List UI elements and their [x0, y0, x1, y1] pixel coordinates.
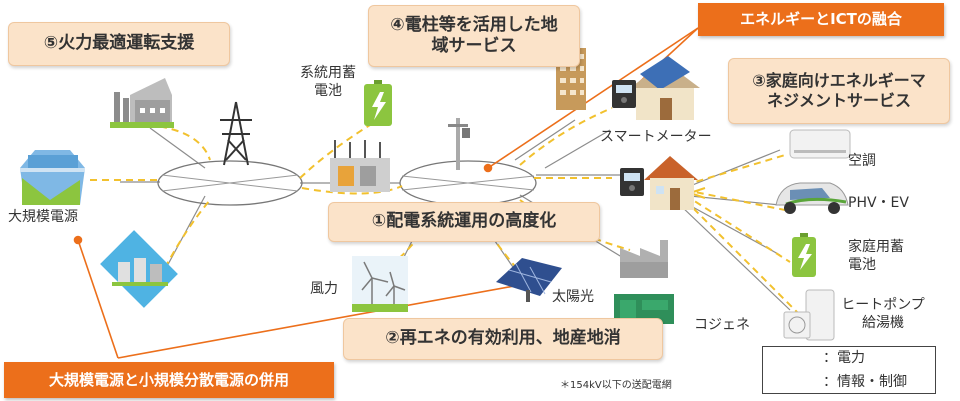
battery-icon	[364, 80, 392, 126]
heat-pump-icon	[783, 289, 835, 341]
air-conditioner-icon	[789, 129, 851, 159]
home-battery-label: 家庭用蓄電池	[848, 239, 904, 274]
solar-house-icon	[630, 56, 700, 120]
large-source-label: 大規模電源	[8, 209, 78, 225]
legend-power: ：電力	[823, 350, 865, 366]
thermal-support-box: ⑤火力最適運転支援	[8, 22, 230, 66]
heat-pump-label: ヒートポンプ給湯機	[841, 297, 925, 332]
grid-ellipse-left	[157, 160, 303, 206]
ev-car-icon	[775, 182, 849, 214]
footnote: ＊154kV以下の送配電網	[560, 380, 672, 391]
home-icon	[644, 156, 698, 210]
cogeneration-label: コジェネ	[694, 317, 750, 333]
combined-sources-box: 大規模電源と小規模分散電源の併用	[4, 362, 334, 398]
smart-meter-icon	[612, 80, 636, 108]
distribution-box: ①配電系統運用の高度化	[328, 202, 600, 242]
home-battery-icon	[792, 233, 816, 277]
power-lines	[120, 119, 791, 311]
smart-meter-icon-2	[620, 168, 644, 196]
wind-label: 風力	[310, 281, 338, 297]
factory-icon	[620, 240, 668, 278]
local-services-box: ④電柱等を活用した地域サービス	[368, 5, 580, 67]
smart-meter-label: スマートメーター	[600, 129, 712, 145]
legend-info-control: ：情報・制御	[823, 374, 907, 390]
utility-pole-icon	[448, 118, 470, 170]
ict-fusion-box: エネルギーとICTの融合	[698, 3, 944, 36]
legend: ：電力 ：情報・制御	[762, 346, 936, 394]
substation-icon	[330, 140, 390, 192]
solar-panel-icon	[496, 258, 562, 302]
dam-icon	[20, 150, 85, 205]
nuclear-plant-icon	[100, 230, 178, 308]
phv-ev-label: PHV・EV	[848, 195, 909, 211]
thermal-plant-icon	[110, 78, 174, 128]
home-energy-box: ③家庭向けエネルギーマネジメントサービス	[728, 58, 950, 124]
air-conditioner-label: 空調	[848, 153, 876, 169]
wind-turbine-icon	[352, 256, 408, 312]
tower-icon	[220, 101, 252, 166]
grid-battery-label: 系統用蓄電池	[300, 65, 356, 100]
solar-label: 太陽光	[552, 289, 594, 305]
renewables-box: ②再エネの有効利用、地産地消	[343, 318, 663, 360]
